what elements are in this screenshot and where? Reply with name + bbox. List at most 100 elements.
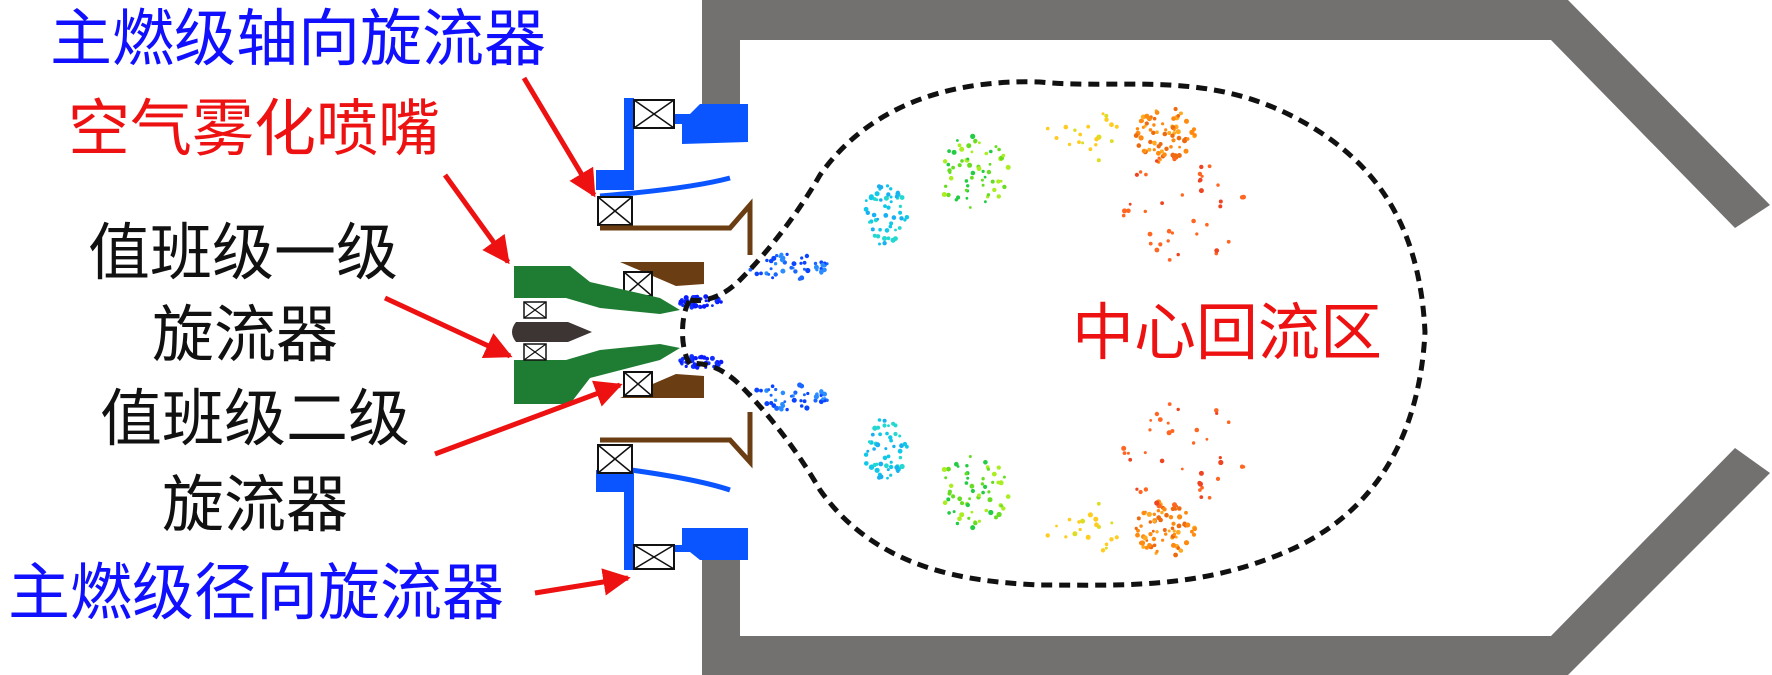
combustor-liner xyxy=(702,0,1770,675)
spray-droplet xyxy=(874,467,880,473)
spray-droplet xyxy=(1176,114,1181,118)
spray-droplet xyxy=(789,265,794,270)
spray-droplet xyxy=(883,204,887,209)
spray-droplet xyxy=(1205,222,1209,227)
spray-droplet xyxy=(956,139,959,142)
spray-droplet xyxy=(1094,137,1099,142)
spray-droplet xyxy=(1114,535,1119,540)
spray-droplet xyxy=(774,405,780,411)
spray-droplet xyxy=(868,220,871,224)
spray-droplet xyxy=(965,196,969,200)
spray-droplet xyxy=(1144,121,1149,126)
spray-droplet xyxy=(771,276,775,280)
spray-droplet xyxy=(819,270,824,275)
spray-droplet xyxy=(1171,116,1176,121)
spray-droplet xyxy=(778,406,782,409)
spray-droplet xyxy=(994,515,998,520)
spray-droplet xyxy=(1085,534,1091,540)
spray-droplet xyxy=(1155,130,1159,134)
spray-droplet xyxy=(886,192,891,197)
spray-droplet xyxy=(1156,509,1161,513)
spray-droplet xyxy=(1114,124,1119,129)
spray-droplet xyxy=(897,448,903,454)
spray-droplet xyxy=(947,511,951,515)
spray-droplet xyxy=(785,252,789,256)
spray-droplet xyxy=(904,215,910,220)
spray-droplet xyxy=(701,304,707,309)
spray-droplet xyxy=(767,388,771,392)
spray-droplet xyxy=(1080,518,1086,524)
spray-droplet xyxy=(981,169,985,173)
spray-droplet xyxy=(884,447,888,451)
spray-droplet xyxy=(899,463,905,470)
spray-droplet xyxy=(815,268,819,272)
spray-droplet xyxy=(804,253,810,259)
spray-droplet xyxy=(1067,517,1072,522)
spray-droplet xyxy=(964,188,968,192)
spray-droplet xyxy=(1195,232,1199,236)
spray-droplet xyxy=(1135,487,1139,491)
spray-droplet xyxy=(889,438,893,443)
spray-droplet xyxy=(1055,524,1058,528)
fuel-nozzle-core xyxy=(512,322,592,342)
spray-droplet xyxy=(1151,536,1157,542)
spray-droplet xyxy=(774,387,778,392)
spray-droplet xyxy=(1198,188,1204,194)
spray-droplet xyxy=(878,242,881,246)
spray-droplet xyxy=(882,423,887,428)
spray-droplet xyxy=(983,175,987,179)
spray-droplet xyxy=(1110,521,1114,525)
spray-droplet xyxy=(894,465,899,470)
spray-droplet xyxy=(1157,156,1161,160)
spray-droplet xyxy=(983,484,988,489)
spray-droplet xyxy=(889,187,893,191)
spray-droplet xyxy=(780,390,786,396)
label-pilot-primary-swirler-line2: 旋流器 xyxy=(152,298,339,371)
spray-droplet xyxy=(1138,170,1143,174)
spray-droplet xyxy=(996,194,1001,199)
spray-droplet xyxy=(897,226,902,230)
spray-droplet xyxy=(769,267,773,271)
spray-droplet xyxy=(813,261,818,266)
spray-droplet xyxy=(875,442,881,448)
spray-droplet xyxy=(1138,135,1144,141)
spray-droplet xyxy=(1170,133,1175,138)
spray-droplet xyxy=(947,149,951,154)
label-main-radial-swirler: 主燃级径向旋流器 xyxy=(8,556,505,629)
spray-droplet xyxy=(1218,204,1223,209)
spray-droplet xyxy=(704,299,708,303)
spray-droplet xyxy=(1096,501,1101,506)
spray-droplet xyxy=(899,216,904,221)
spray-droplet xyxy=(959,146,965,152)
spray-droplet xyxy=(1154,247,1160,253)
spray-droplet xyxy=(984,200,987,204)
spray-droplet xyxy=(1156,150,1161,156)
spray-droplet xyxy=(970,133,976,139)
spray-droplet xyxy=(875,198,879,202)
spray-droplet xyxy=(1242,465,1246,469)
spray-droplet xyxy=(957,516,962,521)
spray-droplet xyxy=(1178,548,1183,553)
spray-droplet xyxy=(804,405,810,411)
spray-droplet xyxy=(1180,467,1184,471)
spray-droplet xyxy=(815,392,819,397)
spray-droplet xyxy=(680,356,686,361)
spray-droplet xyxy=(1175,529,1181,535)
spray-droplet xyxy=(992,187,997,193)
spray-droplet xyxy=(1077,140,1081,145)
spray-droplet xyxy=(891,421,896,426)
pilot-venturi-upper-cone xyxy=(620,262,704,286)
spray-droplet xyxy=(964,179,969,183)
spray-droplet xyxy=(984,151,989,156)
spray-droplet xyxy=(806,391,810,396)
spray-droplet xyxy=(1183,540,1190,546)
spray-droplet xyxy=(966,157,970,161)
spray-droplet xyxy=(1104,542,1109,547)
spray-droplet xyxy=(714,299,718,303)
spray-droplet xyxy=(1170,506,1176,512)
spray-droplet xyxy=(779,257,786,263)
spray-droplet xyxy=(875,234,881,239)
spray-droplet xyxy=(773,398,778,402)
label-pilot-secondary-swirler-line2: 旋流器 xyxy=(162,468,349,541)
spray-droplet xyxy=(754,271,760,277)
